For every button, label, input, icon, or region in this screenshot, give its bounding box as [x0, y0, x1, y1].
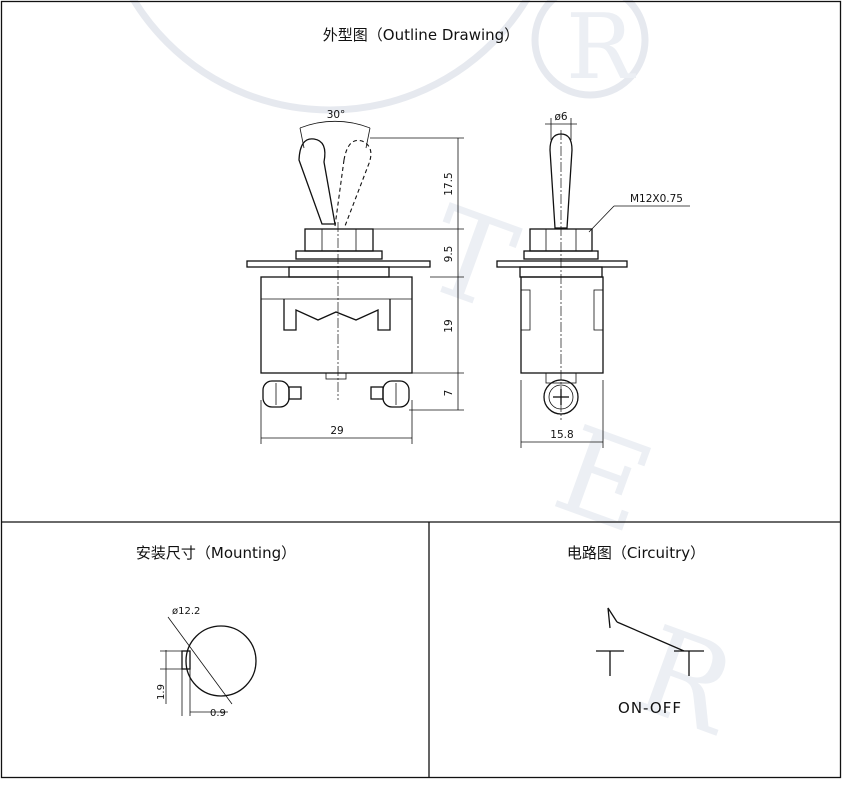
front-nut [304, 228, 374, 252]
circuit-diagram: ON-OFF [596, 607, 704, 717]
dim-side-width-label: 15.8 [550, 429, 573, 441]
watermark-ring [129, 0, 531, 114]
dim-body-label: 19 [443, 319, 455, 332]
body-window [283, 299, 391, 331]
circuitry-title: 电路图（Circuitry） [567, 544, 705, 562]
side-mounting-plate [496, 260, 628, 268]
hole-dia-leader [167, 616, 233, 705]
terminal-tab-left [288, 386, 302, 400]
watermark-letter-3: E [539, 401, 669, 562]
mounting-view: 1.9 ø12.2 0.9 [156, 606, 257, 719]
key-depth-label: 0.9 [210, 708, 226, 719]
dim-terminal-label: 7 [443, 390, 455, 397]
key-height-label: 1.9 [156, 684, 167, 700]
lever-alternate [343, 139, 372, 227]
angle-arc [299, 121, 371, 129]
mounting-title: 安装尺寸（Mounting） [136, 544, 296, 562]
hole-dia-label: ø12.2 [172, 606, 200, 617]
side-clip-left [520, 289, 531, 331]
front-mounting-plate [246, 260, 431, 268]
watermark-letter-1: R [566, 0, 636, 100]
circuit-label: ON-OFF [618, 699, 682, 717]
thread-label: M12X0.75 [630, 193, 683, 205]
side-clip-right [593, 289, 604, 331]
watermark-registered-ring [531, 0, 649, 99]
side-lever [549, 133, 573, 229]
angle-label: 30° [327, 109, 346, 121]
front-lock-washer [295, 250, 383, 260]
switch-pivot [607, 607, 618, 629]
dim-lever-label: 17.5 [443, 172, 455, 195]
angle-ext-right [365, 127, 371, 149]
switch-blade [616, 621, 685, 652]
front-view: 30° 17.5 9.5 [246, 109, 464, 444]
mounting-hole [185, 625, 257, 697]
outline-title: 外型图（Outline Drawing） [323, 26, 519, 44]
angle-ext-left [299, 127, 305, 149]
dim-bushing-label: 9.5 [443, 246, 455, 263]
front-hex-nut [288, 266, 390, 278]
watermark-letter-4: R [619, 601, 755, 764]
side-view: ø6 M12X0.75 15.8 [496, 111, 690, 448]
body-pin [325, 372, 347, 380]
dim-width-label: 29 [330, 425, 343, 437]
watermark: R T E R [129, 0, 755, 764]
lever-solid [298, 138, 336, 225]
thread-leader [588, 205, 615, 233]
terminal-tab-right [370, 386, 384, 400]
dim-lever-dia-label: ø6 [554, 111, 567, 123]
side-body [520, 276, 604, 374]
watermark-letter-2: T [409, 181, 532, 339]
lever-alternate-edge [334, 159, 345, 227]
